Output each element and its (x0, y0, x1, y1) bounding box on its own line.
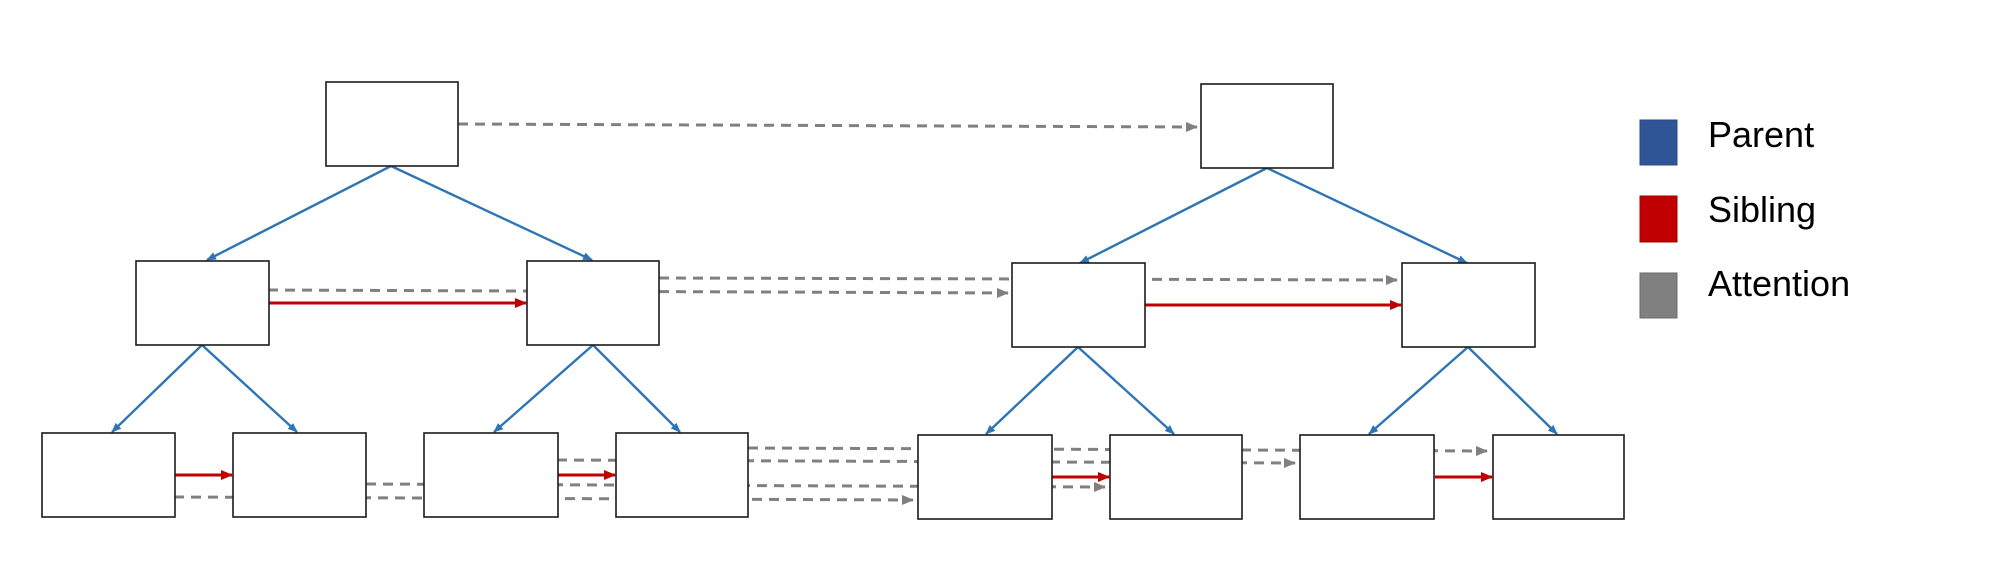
right-tree (917, 83, 1625, 520)
tree-node-l1-a (135, 260, 270, 346)
tree-node-l1-a (1011, 262, 1146, 348)
parent-edge (1077, 346, 1175, 435)
tree-node-l2-c (1299, 434, 1435, 520)
attention-edge-l1-b (658, 274, 1398, 285)
tree-node-root (1200, 83, 1334, 169)
legend-swatch-parent (1639, 119, 1678, 166)
legend-item-parent: Parent (1639, 114, 1814, 166)
tree-node-l2-a (917, 434, 1053, 520)
sibling-edges (175, 298, 1493, 482)
legend-label-parent: Parent (1708, 114, 1814, 155)
parent-edge (1368, 346, 1469, 435)
attention-edge-l1-a (267, 287, 1009, 298)
legend-item-attention: Attention (1639, 263, 1850, 319)
tree-node-l2-d (1492, 434, 1625, 520)
legend-label-sibling: Sibling (1708, 189, 1816, 230)
parent-edges (111, 164, 1558, 435)
legend-swatch-sibling (1639, 195, 1678, 243)
legend-label-attention: Attention (1708, 263, 1850, 304)
parent-edge (1079, 166, 1268, 265)
tree-node-l1-b (526, 260, 660, 346)
parent-edge (201, 344, 298, 433)
legend: Parent Sibling Attention (1639, 114, 1850, 319)
parent-edge (592, 344, 681, 433)
tree-node-l2-a (41, 432, 176, 518)
left-tree (41, 81, 749, 518)
parent-edge (985, 346, 1079, 435)
tree-node-l2-b (1109, 434, 1243, 520)
tree-node-l2-c (423, 432, 559, 518)
parent-edge (390, 164, 593, 262)
parent-edge (1266, 166, 1468, 265)
parent-edge (111, 344, 203, 433)
tree-node-l1-b (1401, 262, 1536, 348)
attention-edge-root (457, 121, 1198, 132)
legend-item-sibling: Sibling (1639, 189, 1816, 243)
tree-node-l2-b (232, 432, 367, 518)
parent-edge (493, 344, 594, 433)
tree-node-root (325, 81, 459, 167)
tree-node-l2-d (615, 432, 749, 518)
legend-swatch-attention (1639, 272, 1678, 319)
parent-edge (1467, 346, 1558, 435)
attention-edges (173, 121, 1488, 505)
parent-edge (206, 164, 392, 262)
